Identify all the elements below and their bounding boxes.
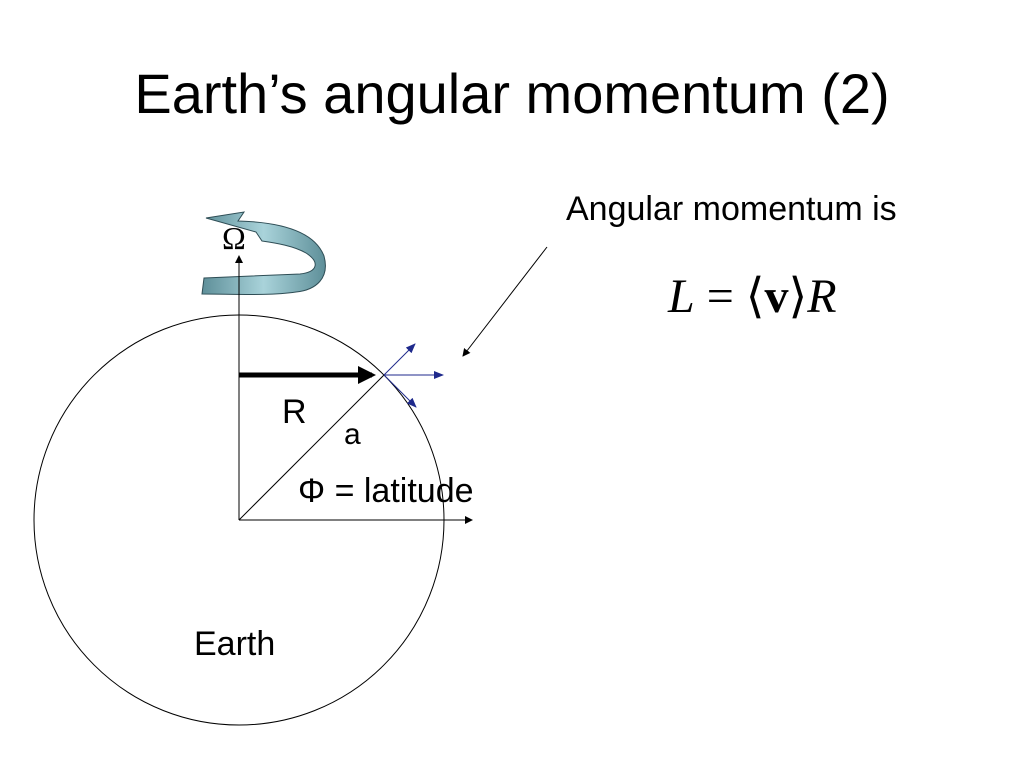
velocity-arrow-down (383, 374, 417, 408)
slide-title: Earth’s angular momentum (2) (134, 62, 890, 125)
formula-close-bracket: ⟩ (788, 270, 808, 323)
formula-L: L (668, 270, 695, 323)
callout-arrow (462, 246, 548, 357)
formula-open-bracket: ⟨ (745, 270, 765, 323)
formula-R: R (807, 270, 837, 323)
earth-label: Earth (194, 625, 276, 663)
rotation-arrow-icon (201, 211, 326, 295)
latitude-label: Φ = latitude (298, 472, 474, 510)
formula-v: v (764, 270, 789, 323)
radius-a-label: a (344, 418, 361, 451)
angular-momentum-formula: L = ⟨v⟩R (668, 268, 837, 324)
velocity-arrow-up (383, 343, 416, 376)
omega-label: Ω (222, 220, 246, 256)
earth-radius-line (238, 374, 385, 521)
radius-r-label: R (282, 393, 307, 431)
formula-equals: = (694, 270, 746, 323)
angular-momentum-caption: Angular momentum is (566, 190, 897, 228)
